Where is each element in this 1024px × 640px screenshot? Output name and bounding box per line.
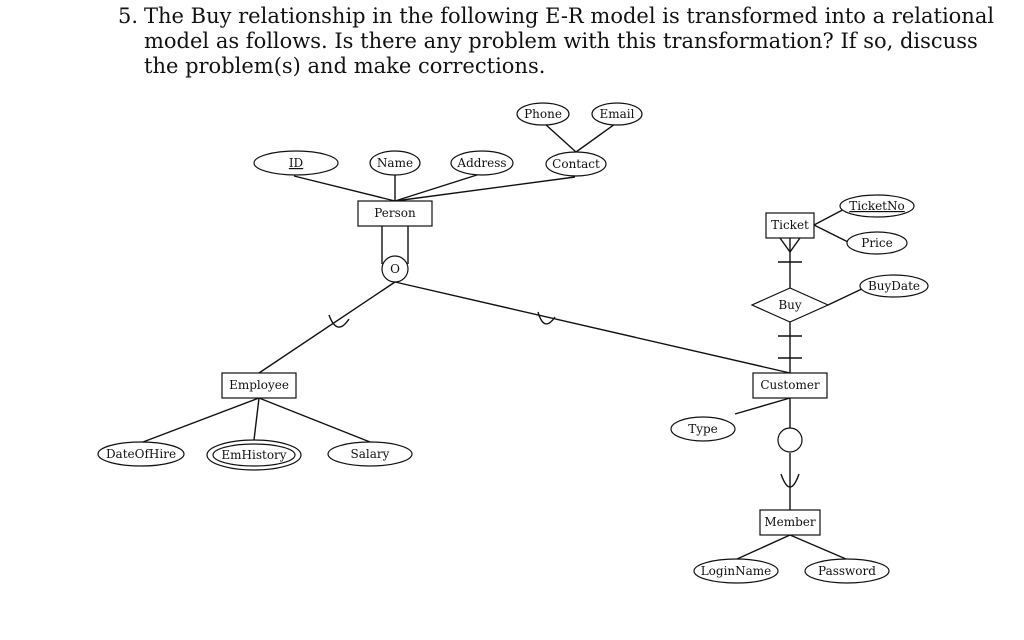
attribute-loginname: LoginName	[693, 558, 779, 584]
attribute-label: DateOfHire	[106, 447, 176, 461]
attribute-buydate: BuyDate	[859, 274, 929, 298]
relationship-label: Buy	[778, 298, 802, 312]
attribute-label: Salary	[351, 447, 390, 461]
attribute-label: Name	[377, 156, 413, 170]
attribute-email: Email	[591, 102, 643, 126]
attribute-contact: Contact	[545, 151, 607, 177]
attribute-label: Price	[861, 236, 892, 250]
connector-lines	[142, 123, 867, 560]
attribute-label: TicketNo	[849, 199, 904, 213]
attribute-label: Type	[688, 422, 718, 436]
entity-label: Person	[374, 206, 416, 220]
attribute-ticketno: TicketNo	[839, 194, 915, 218]
attribute-label: EmHistory	[221, 448, 286, 462]
entity-box	[759, 509, 821, 536]
entity-label: Member	[764, 515, 816, 529]
attribute-label: Password	[818, 564, 876, 578]
specialization-circle-customer	[777, 427, 803, 453]
entity-customer: Customer	[752, 372, 828, 399]
entity-box	[357, 200, 433, 227]
attribute-dateofhire: DateOfHire	[97, 441, 185, 467]
entity-ticket: Ticket	[765, 212, 815, 239]
attribute-label: Email	[600, 107, 635, 121]
attribute-type: Type	[670, 416, 736, 442]
attribute-name: Name	[369, 150, 421, 176]
attribute-label: LoginName	[701, 564, 772, 578]
entity-label: Ticket	[771, 218, 809, 232]
attribute-address: Address	[450, 150, 514, 176]
entity-label: Customer	[760, 378, 820, 392]
attribute-label: Contact	[552, 157, 600, 171]
attribute-label: BuyDate	[868, 279, 920, 293]
attribute-password: Password	[804, 558, 890, 584]
specialization-circle-person: O	[381, 255, 409, 283]
question-number: 5.	[118, 4, 139, 28]
attribute-phone: Phone	[516, 102, 570, 126]
entity-person: Person	[357, 200, 433, 227]
relationship-diamond	[750, 287, 830, 323]
entity-box	[221, 372, 297, 399]
attribute-emhistory: EmHistory	[206, 439, 302, 471]
attribute-salary: Salary	[327, 441, 413, 467]
question-text: The Buy relationship in the following E-…	[144, 4, 995, 78]
attribute-id: ID	[253, 150, 339, 176]
entity-box	[752, 372, 828, 399]
attribute-label: Phone	[524, 107, 562, 121]
entity-box	[765, 212, 815, 239]
entity-employee: Employee	[221, 372, 297, 399]
specialization-label: O	[390, 262, 400, 276]
attribute-label: ID	[289, 156, 303, 170]
entity-label: Employee	[229, 378, 289, 392]
question: 5. The Buy relationship in the following…	[118, 4, 998, 79]
relationship-buy: Buy	[750, 287, 830, 323]
attribute-label: Address	[456, 156, 506, 170]
attribute-price: Price	[846, 231, 908, 255]
entity-member: Member	[759, 509, 821, 536]
